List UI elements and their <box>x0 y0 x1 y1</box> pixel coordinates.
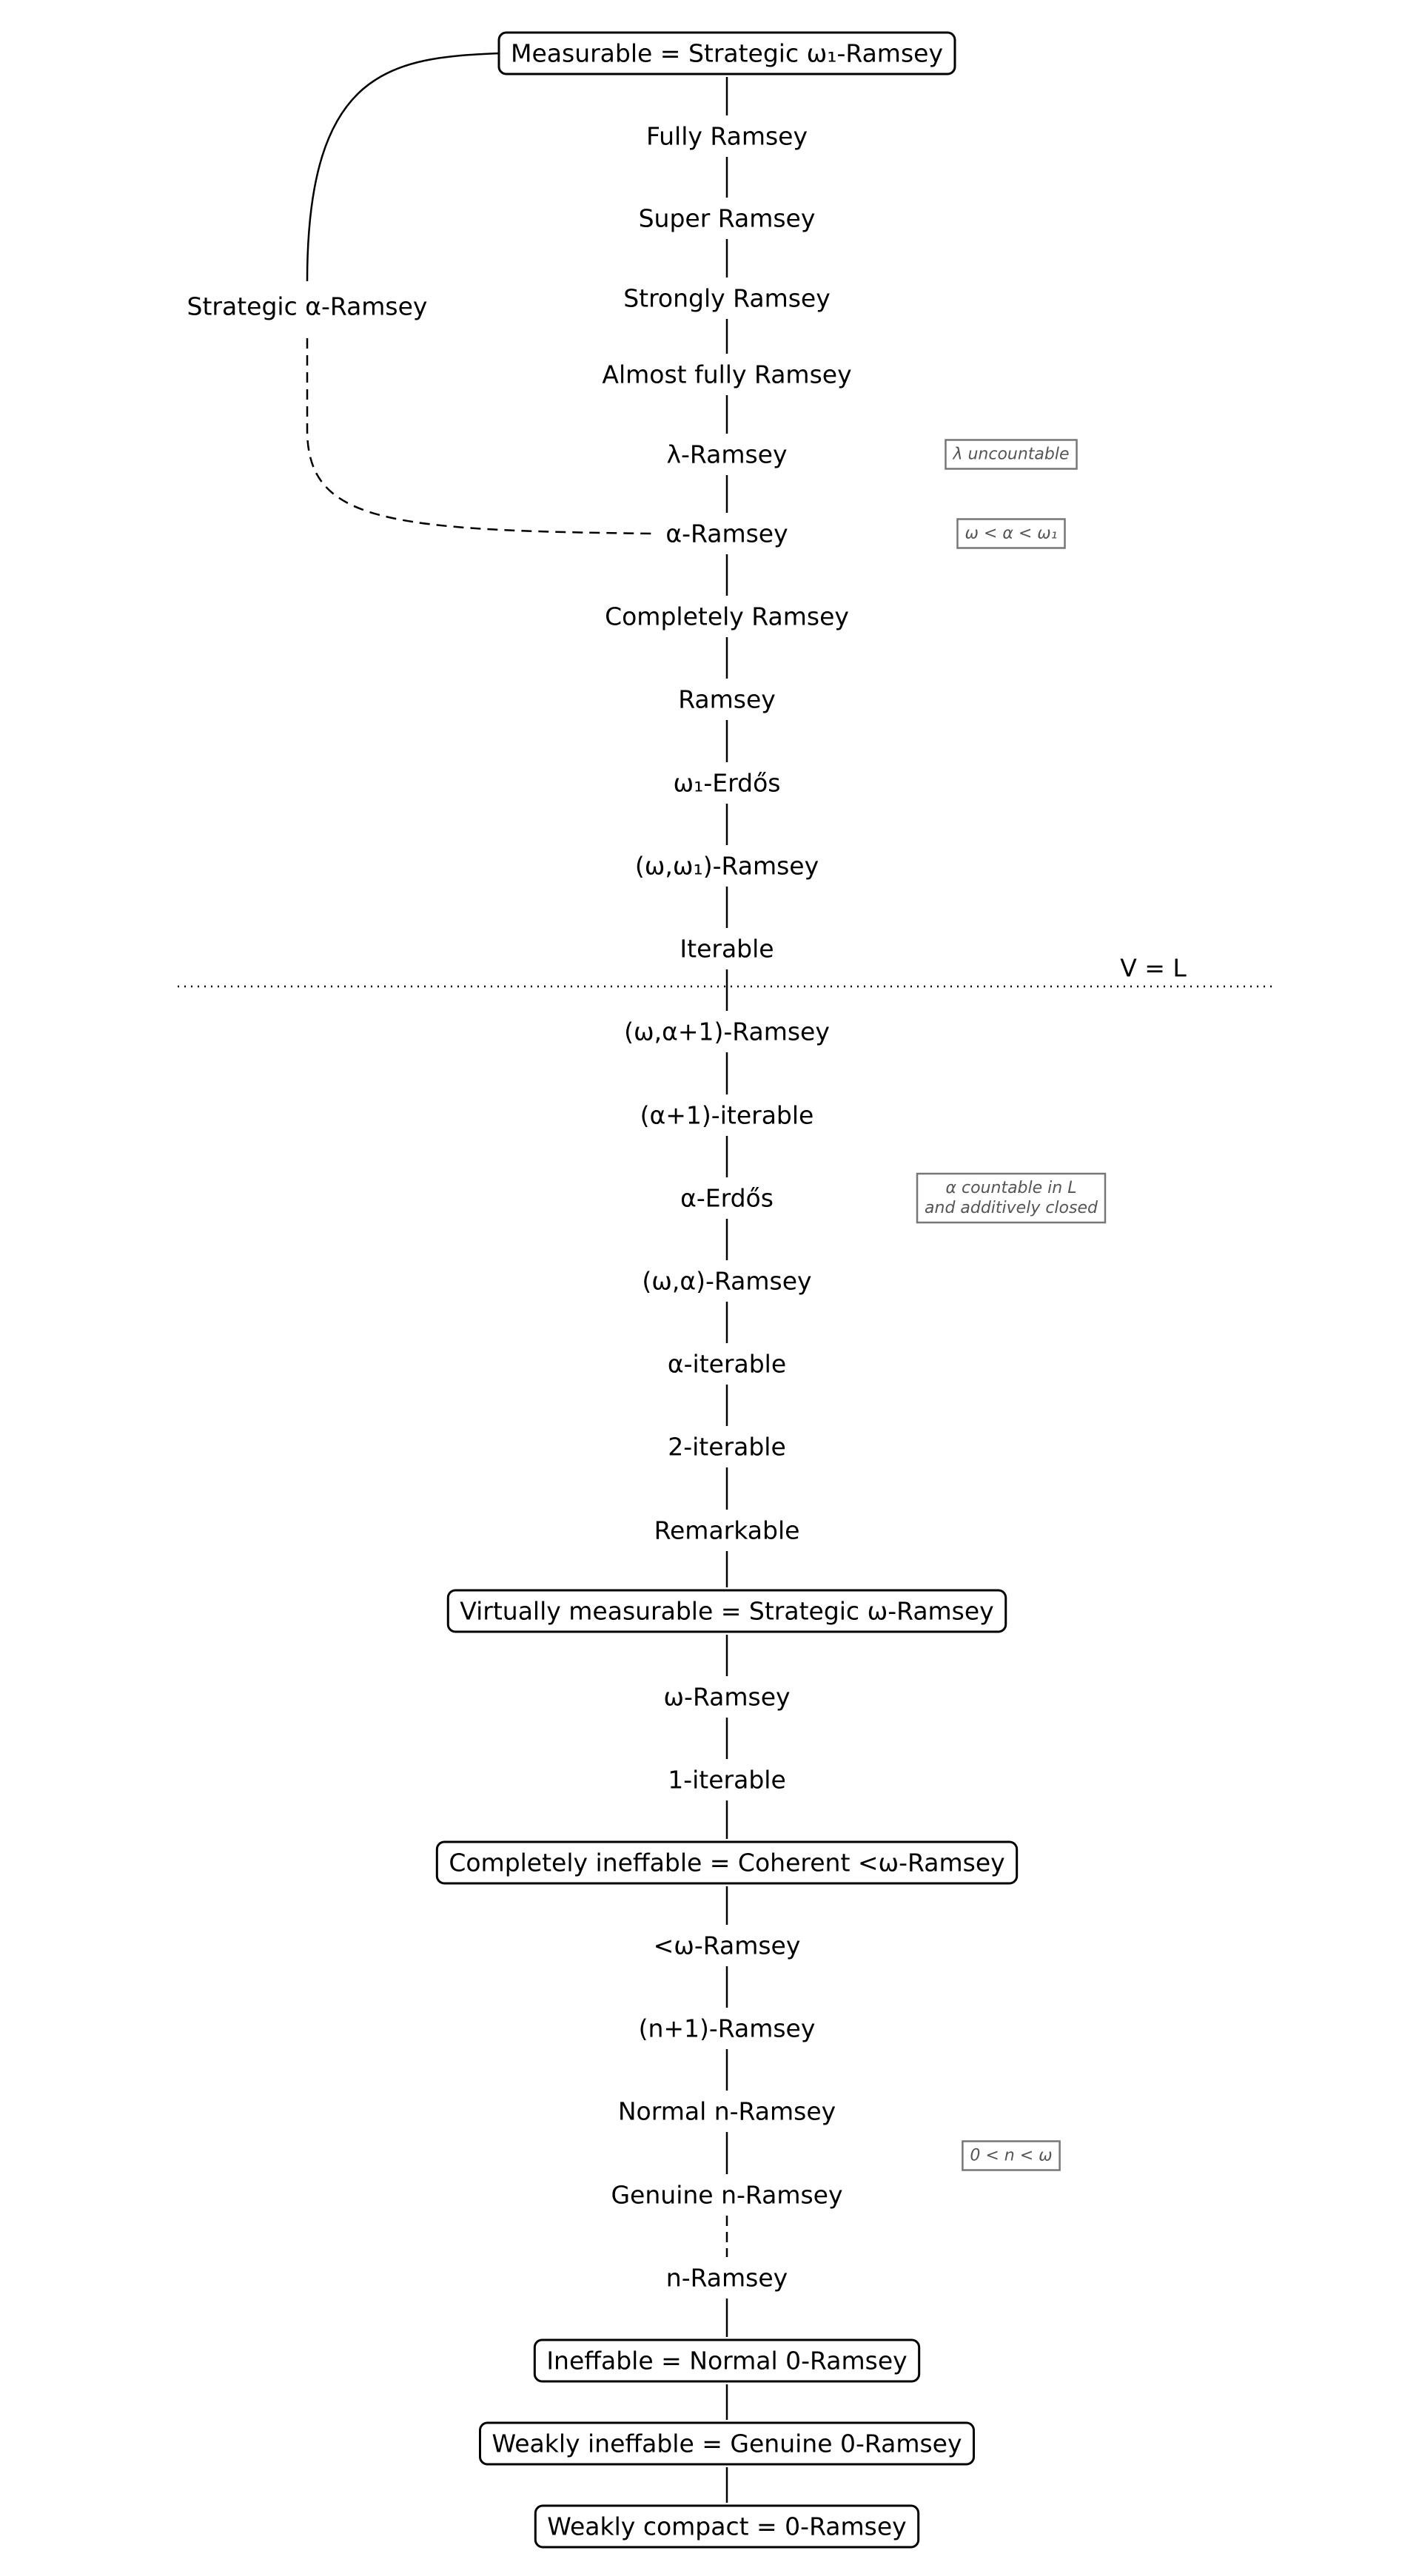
node-label-omega-omega1-ramsey: (ω,ω₁)-Ramsey <box>635 852 819 881</box>
node-label-alpha-plus-1-iterable: (α+1)-iterable <box>640 1101 814 1130</box>
divider-label: V = L <box>1120 954 1187 983</box>
note-box-lambda-note <box>945 439 1078 470</box>
note-text-alpha-countable-note-0: α countable in L <box>946 1179 1077 1197</box>
node-alpha-erdos: α-Erdős <box>680 1184 774 1213</box>
node-label-omega-alpha-ramsey: (ω,α)-Ramsey <box>642 1267 811 1296</box>
note-text-n-range-note-0: 0 < n < ω <box>970 2147 1052 2165</box>
node-label-ramsey: Ramsey <box>678 685 776 714</box>
node-n-ramsey: n-Ramsey <box>666 2264 788 2293</box>
node-label-ineffable: Ineffable = Normal 0-Ramsey <box>546 2347 907 2375</box>
node-alpha-ramsey: α-Ramsey <box>665 519 788 548</box>
node-remarkable: Remarkable <box>654 1516 800 1545</box>
node-label-completely-ineffable: Completely ineffable = Coherent <ω-Ramse… <box>449 1849 1004 1877</box>
node-ineffable: Ineffable = Normal 0-Ramsey <box>533 2338 921 2383</box>
node-omega-ramsey: ω-Ramsey <box>663 1683 790 1712</box>
note-alpha-countable-note: α countable in L and additively closed <box>916 1172 1107 1224</box>
node-box-weakly-ineffable <box>479 2421 975 2466</box>
node-label-super-ramsey: Super Ramsey <box>639 204 816 233</box>
node-weakly-compact: Weakly compact = 0-Ramsey <box>534 2504 920 2549</box>
note-text-alpha-range-note-0: ω < α < ω₁ <box>965 525 1057 543</box>
node-completely-ineffable: Completely ineffable = Coherent <ω-Ramse… <box>435 1840 1019 1885</box>
node-label-genuine-n-ramsey: Genuine n-Ramsey <box>611 2181 842 2210</box>
node-fully-ramsey: Fully Ramsey <box>646 122 808 151</box>
node-lambda-ramsey: λ-Ramsey <box>666 440 787 469</box>
node-label-n-plus-1-ramsey: (n+1)-Ramsey <box>639 2014 816 2043</box>
node-label-fully-ramsey: Fully Ramsey <box>646 122 808 151</box>
node-label-completely-ramsey: Completely Ramsey <box>605 602 849 631</box>
node-alpha-plus-1-iterable: (α+1)-iterable <box>640 1101 814 1130</box>
node-super-ramsey: Super Ramsey <box>639 204 816 233</box>
note-lambda-note: λ uncountable <box>945 439 1078 470</box>
node-label-strongly-ramsey: Strongly Ramsey <box>623 284 831 313</box>
side-branch-solid-curve <box>306 52 500 282</box>
side-branch-dashed-curve <box>306 338 653 535</box>
node-label-normal-n-ramsey: Normal n-Ramsey <box>618 2097 836 2126</box>
node-normal-n-ramsey: Normal n-Ramsey <box>618 2097 836 2126</box>
notes: λ uncountable ω < α < ω₁ α countable in L a… <box>916 439 1107 2171</box>
node-label-alpha-iterable: α-iterable <box>668 1350 786 1379</box>
node-label-two-iterable: 2-iterable <box>668 1433 786 1462</box>
node-label-almost-fully-ramsey: Almost fully Ramsey <box>602 360 851 389</box>
node-strongly-ramsey: Strongly Ramsey <box>623 284 831 313</box>
node-completely-ramsey: Completely Ramsey <box>605 602 849 631</box>
side-branch: Strategic α-Ramsey <box>187 52 653 535</box>
node-iterable: Iterable <box>680 935 774 964</box>
node-less-omega-ramsey: <ω-Ramsey <box>654 1931 801 1960</box>
node-label-weakly-compact: Weakly compact = 0-Ramsey <box>547 2512 906 2541</box>
node-label-virtually-measurable: Virtually measurable = Strategic ω-Ramse… <box>460 1597 993 1626</box>
node-box-weakly-compact <box>534 2504 920 2549</box>
note-box-alpha-range-note <box>956 518 1066 549</box>
note-text-alpha-countable-note-1: and additively closed <box>925 1199 1098 1217</box>
node-label-remarkable: Remarkable <box>654 1516 800 1545</box>
note-alpha-range-note: ω < α < ω₁ <box>956 518 1066 549</box>
node-virtually-measurable: Virtually measurable = Strategic ω-Ramse… <box>446 1589 1007 1633</box>
node-weakly-ineffable: Weakly ineffable = Genuine 0-Ramsey <box>479 2421 975 2466</box>
node-two-iterable: 2-iterable <box>668 1433 786 1462</box>
node-genuine-n-ramsey: Genuine n-Ramsey <box>611 2181 842 2210</box>
node-box-measurable <box>497 31 956 75</box>
node-label-lambda-ramsey: λ-Ramsey <box>666 440 787 469</box>
v-equals-l-divider: V = L <box>178 954 1277 988</box>
node-one-iterable: 1-iterable <box>668 1766 786 1795</box>
note-text-lambda-note-0: λ uncountable <box>952 445 1069 464</box>
node-label-less-omega-ramsey: <ω-Ramsey <box>654 1931 801 1960</box>
node-measurable: Measurable = Strategic ω₁-Ramsey <box>497 31 956 75</box>
node-box-completely-ineffable <box>435 1840 1019 1885</box>
node-label-omega-ramsey: ω-Ramsey <box>663 1683 790 1712</box>
node-label-omega-alpha-plus-1-ramsey: (ω,α+1)-Ramsey <box>624 1018 830 1046</box>
node-box-ineffable <box>533 2338 921 2383</box>
node-label-n-ramsey: n-Ramsey <box>666 2264 788 2293</box>
node-omega-alpha-ramsey: (ω,α)-Ramsey <box>642 1267 811 1296</box>
node-almost-fully-ramsey: Almost fully Ramsey <box>602 360 851 389</box>
side-branch-label: Strategic α-Ramsey <box>187 292 428 321</box>
node-label-iterable: Iterable <box>680 935 774 964</box>
note-n-range-note: 0 < n < ω <box>962 2140 1061 2171</box>
node-label-alpha-erdos: α-Erdős <box>680 1184 774 1213</box>
node-label-weakly-ineffable: Weakly ineffable = Genuine 0-Ramsey <box>492 2429 962 2458</box>
node-n-plus-1-ramsey: (n+1)-Ramsey <box>639 2014 816 2043</box>
note-box-n-range-note <box>962 2140 1061 2171</box>
node-ramsey: Ramsey <box>678 685 776 714</box>
node-alpha-iterable: α-iterable <box>668 1350 786 1379</box>
node-box-virtually-measurable <box>446 1589 1007 1633</box>
node-label-omega1-erdos: ω₁-Erdős <box>674 769 781 798</box>
node-label-measurable: Measurable = Strategic ω₁-Ramsey <box>511 39 943 68</box>
note-box-alpha-countable-note <box>916 1172 1107 1224</box>
node-omega1-erdos: ω₁-Erdős <box>674 769 781 798</box>
node-omega-alpha-plus-1-ramsey: (ω,α+1)-Ramsey <box>624 1018 830 1046</box>
node-label-one-iterable: 1-iterable <box>668 1766 786 1795</box>
node-omega-omega1-ramsey: (ω,ω₁)-Ramsey <box>635 852 819 881</box>
node-label-alpha-ramsey: α-Ramsey <box>665 519 788 548</box>
